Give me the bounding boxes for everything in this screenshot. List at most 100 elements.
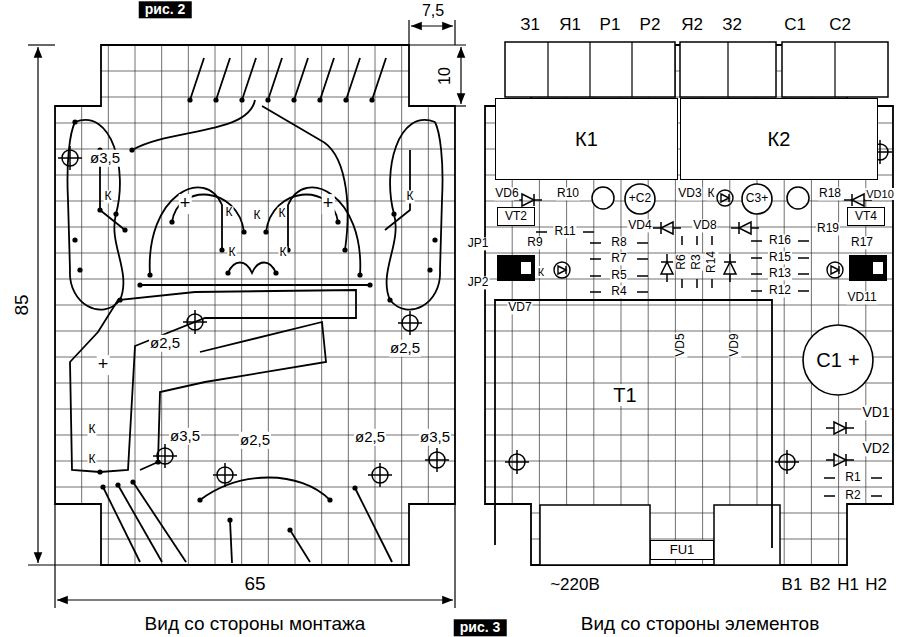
dimension-value: 85 bbox=[12, 293, 33, 316]
part-label: VD10 bbox=[865, 188, 895, 200]
capacitor-circle: C1 + bbox=[802, 324, 874, 396]
part-label: R10 bbox=[556, 187, 580, 200]
hole-diameter: ø2,5 bbox=[239, 432, 271, 449]
part-label: VD2 bbox=[861, 441, 890, 456]
part-label: VT2 bbox=[505, 210, 527, 223]
part-label: +C2 bbox=[629, 192, 651, 205]
hole-diameter: ø2,5 bbox=[354, 429, 386, 446]
dimension-value: 65 bbox=[243, 574, 266, 595]
grid bbox=[485, 45, 893, 565]
figure-number: рис. 3 bbox=[454, 619, 507, 636]
dimension-lines bbox=[28, 20, 466, 608]
part-label: R19 bbox=[816, 222, 840, 235]
part-label: VD4 bbox=[627, 219, 652, 232]
part-label: R4 bbox=[610, 285, 627, 298]
hole-diameter: ø2,5 bbox=[149, 335, 181, 352]
part-label: T1 bbox=[612, 384, 637, 406]
copper-traces bbox=[67, 58, 442, 563]
relay-box: К1 bbox=[495, 98, 678, 180]
part-label: VD8 bbox=[692, 219, 717, 232]
view-caption: Вид со стороны монтажа bbox=[144, 614, 367, 635]
part-label: VD3 bbox=[677, 187, 702, 200]
terminal-name: С2 bbox=[828, 16, 852, 35]
capacitor-circle: +C2 bbox=[624, 183, 656, 215]
terminal-name: Р1 bbox=[599, 16, 622, 35]
part-label: JP1 bbox=[467, 237, 490, 250]
polarity-mark: + bbox=[179, 194, 192, 214]
capacitor-circle: C3+ bbox=[741, 183, 773, 215]
cathode-mark: К bbox=[406, 190, 415, 203]
part-label: R9 bbox=[526, 236, 543, 249]
cathode-mark: К bbox=[253, 209, 262, 222]
hole-diameter: ø3,5 bbox=[89, 150, 121, 167]
part-label: R15 bbox=[768, 251, 792, 264]
terminal-name: Я2 bbox=[680, 16, 704, 35]
hole-diameter: ø3,5 bbox=[169, 428, 201, 445]
part-label: R6 bbox=[675, 253, 688, 270]
hole-diameter: ø3,5 bbox=[419, 429, 451, 446]
part-label: C1 bbox=[816, 349, 842, 371]
relay-box: К2 bbox=[680, 98, 878, 180]
hole-diameter: ø2,5 bbox=[389, 340, 421, 357]
part-label: R12 bbox=[768, 284, 792, 297]
terminal-name: З2 bbox=[721, 16, 743, 35]
terminal-name: Н2 bbox=[864, 576, 888, 595]
part-label: + bbox=[848, 349, 860, 371]
part-label: R13 bbox=[768, 267, 792, 280]
transistor-box: VT2 bbox=[497, 207, 535, 226]
terminal-name: С1 bbox=[783, 16, 807, 35]
part-label: R16 bbox=[768, 234, 792, 247]
cathode-mark: К bbox=[104, 190, 113, 203]
part-label: R7 bbox=[610, 252, 627, 265]
cathode-mark: К bbox=[278, 207, 287, 220]
part-label: VT4 bbox=[855, 210, 877, 223]
terminal-name: З1 bbox=[519, 16, 541, 35]
terminal-name: В2 bbox=[809, 576, 832, 595]
part-label: JP2 bbox=[467, 276, 490, 289]
part-label: R5 bbox=[610, 269, 627, 282]
polarity-mark: + bbox=[97, 355, 110, 375]
figure-number: рис. 2 bbox=[139, 1, 192, 18]
cathode-mark: К bbox=[279, 246, 288, 259]
part-label: R2 bbox=[844, 489, 861, 502]
dimension-value: 10 bbox=[436, 66, 454, 86]
polarity-mark: + bbox=[322, 194, 335, 214]
cathode-mark: К bbox=[228, 246, 237, 259]
part-label: R1 bbox=[844, 471, 861, 484]
terminal-name: Я1 bbox=[558, 16, 582, 35]
fuse-box: FU1 bbox=[650, 540, 714, 560]
terminal-name: Н1 bbox=[836, 576, 860, 595]
cathode-mark: К bbox=[537, 266, 545, 278]
part-label: VD7 bbox=[507, 301, 532, 314]
grid bbox=[55, 45, 455, 565]
part-label: R14 bbox=[705, 250, 718, 274]
terminal-name: В1 bbox=[781, 576, 804, 595]
terminal-name: ~220В bbox=[549, 576, 601, 595]
terminal-name: Р2 bbox=[639, 16, 662, 35]
part-label: К1 bbox=[575, 128, 598, 150]
view-caption: Вид со стороны элементов bbox=[580, 614, 821, 635]
cathode-mark: К bbox=[707, 187, 716, 200]
cathode-mark: К bbox=[88, 453, 97, 466]
board-outline bbox=[485, 45, 893, 565]
part-label: C3+ bbox=[746, 192, 768, 205]
part-label: VD9 bbox=[728, 332, 741, 357]
component-symbols bbox=[58, 42, 892, 565]
part-label: VD11 bbox=[846, 291, 877, 304]
part-label: VD1 bbox=[861, 405, 890, 420]
cathode-mark: К bbox=[88, 423, 97, 436]
cathode-mark: К bbox=[225, 206, 234, 219]
part-label: R8 bbox=[610, 236, 627, 249]
part-label: R3 bbox=[690, 253, 703, 270]
part-label: К2 bbox=[768, 128, 791, 150]
part-label: R17 bbox=[850, 236, 874, 249]
board-outline bbox=[55, 45, 455, 565]
dimension-value: 7,5 bbox=[421, 2, 445, 20]
part-label: FU1 bbox=[670, 543, 695, 557]
part-label: VD5 bbox=[674, 332, 687, 357]
transistor-box: VT4 bbox=[847, 207, 885, 226]
part-label: R18 bbox=[818, 187, 842, 200]
part-label: VD6 bbox=[494, 187, 519, 200]
